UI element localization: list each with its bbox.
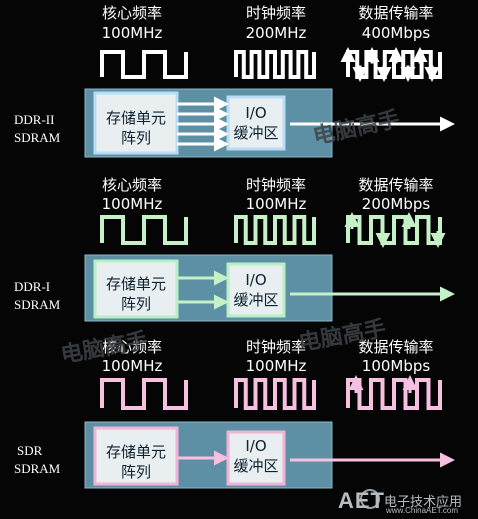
sdr-core-value: 100MHz (101, 357, 163, 375)
sdr-io-line2: 缓冲区 (233, 457, 279, 475)
ddr2-io-buffer-box (226, 95, 286, 151)
sdr-name-line1: SDR (17, 443, 43, 458)
sdr-cell-line1: 存储单元 (105, 443, 166, 461)
ddr1-io-line2: 缓冲区 (233, 291, 279, 309)
ddr1-io-line1: I/O (245, 271, 267, 289)
ddr2-io-line1: I/O (245, 104, 267, 122)
sdr-clock-value: 100MHz (245, 357, 307, 375)
ddr2-rate-title: 数据传输率 (358, 4, 434, 22)
ddr1-clock-title: 时钟频率 (245, 176, 306, 194)
aet-logo-mark: AET (338, 488, 385, 513)
aet-logo-cn: 电子技术应用 (384, 495, 463, 510)
ddr2-rate-value: 400Mbps (361, 24, 431, 42)
ddr1-rate-title: 数据传输率 (358, 176, 434, 194)
ddr1-clock-wave (234, 215, 316, 245)
ddr2-clock-title: 时钟频率 (245, 4, 306, 22)
ddr2-core-title: 核心频率 (101, 4, 162, 22)
sdr-clock-title: 时钟频率 (245, 338, 306, 356)
ddr1-rate-wave (346, 215, 442, 245)
sdr-rate-title: 数据传输率 (358, 338, 434, 356)
ddr1-clock-value: 100MHz (245, 195, 307, 213)
ddr2-name-line1: DDR-II (14, 112, 55, 127)
ddr2-clock-value: 200MHz (245, 24, 307, 42)
ddr2-cell-array-box (93, 91, 179, 155)
ddr2-core-value: 100MHz (101, 24, 163, 42)
ddr1-core-wave (100, 215, 188, 245)
ddr1-cell-array-box (93, 259, 179, 319)
sdr-name-line2: SDRAM (14, 461, 61, 476)
aet-logo-ring (360, 489, 380, 509)
ddr1-name-line2: SDRAM (14, 297, 61, 312)
ddr2-cell-line2: 阵列 (120, 129, 151, 147)
ddr2-io-line2: 缓冲区 (233, 124, 279, 142)
ddr1-name-line1: DDR-I (14, 279, 51, 294)
sdr-io-line1: I/O (245, 437, 267, 455)
aet-logo-url: www.ChinaAET.com (386, 506, 459, 515)
sdr-cell-array-box (93, 426, 179, 486)
ddr2-name-line2: SDRAM (14, 130, 61, 145)
sdr-core-title: 核心频率 (101, 338, 162, 356)
ddr1-io-buffer-box (226, 262, 286, 318)
ddr2-cell-line1: 存储单元 (105, 109, 166, 127)
sdr-cell-line2: 阵列 (120, 463, 151, 481)
sdr-rate-wave (346, 378, 442, 410)
ddr2-core-wave (100, 50, 188, 79)
ddr1-rate-value: 200Mbps (361, 195, 431, 213)
sdr-clock-wave (234, 378, 316, 410)
ddr1-core-title: 核心频率 (101, 176, 162, 194)
sdr-core-wave (100, 378, 188, 410)
ddr1-core-value: 100MHz (101, 195, 163, 213)
sdr-rate-value: 100Mbps (361, 357, 431, 375)
ddr2-rate-wave (346, 50, 442, 79)
ddr1-cell-line1: 存储单元 (105, 275, 166, 293)
ddr2-clock-wave (234, 50, 316, 79)
ddr1-cell-line2: 阵列 (120, 295, 151, 313)
